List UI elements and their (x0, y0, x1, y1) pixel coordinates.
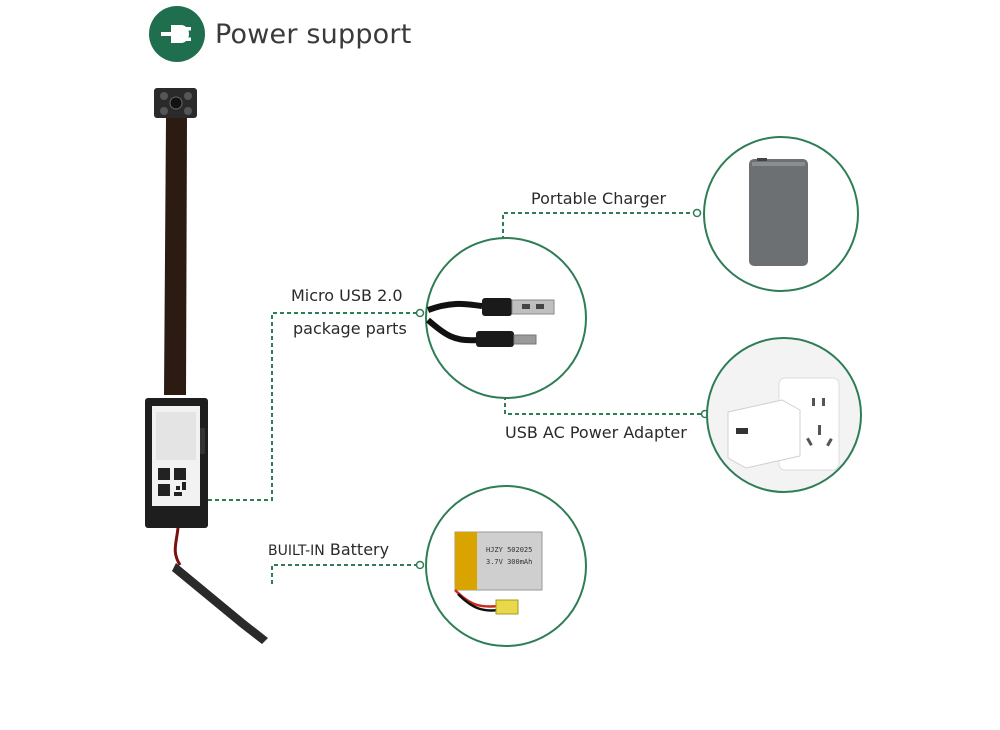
connector-lines (208, 212, 705, 584)
camera-module-image (145, 88, 268, 644)
battery-text: Battery (329, 540, 390, 559)
built-in-prefix: BUILT-IN (268, 543, 325, 559)
package-parts-label: package parts (293, 319, 407, 338)
usb-ac-adapter-label: USB AC Power Adapter (505, 423, 687, 442)
portable-charger-circle (703, 136, 859, 292)
micro-usb-label: Micro USB 2.0 (291, 286, 403, 305)
page-title: Power support (215, 18, 412, 50)
power-plug-icon (149, 6, 205, 62)
usb-ac-adapter-circle (706, 337, 862, 493)
usb-cable-circle (425, 237, 587, 399)
built-in-battery-label: BUILT-IN Battery (268, 540, 389, 559)
portable-charger-label: Portable Charger (531, 189, 667, 208)
battery-circle: HJZY 502025 3.7V 300mAh (425, 485, 587, 647)
battery-print-2: 3.7V 300mAh (486, 558, 532, 566)
header: Power support (149, 4, 411, 64)
battery-print-1: HJZY 502025 (486, 546, 532, 554)
